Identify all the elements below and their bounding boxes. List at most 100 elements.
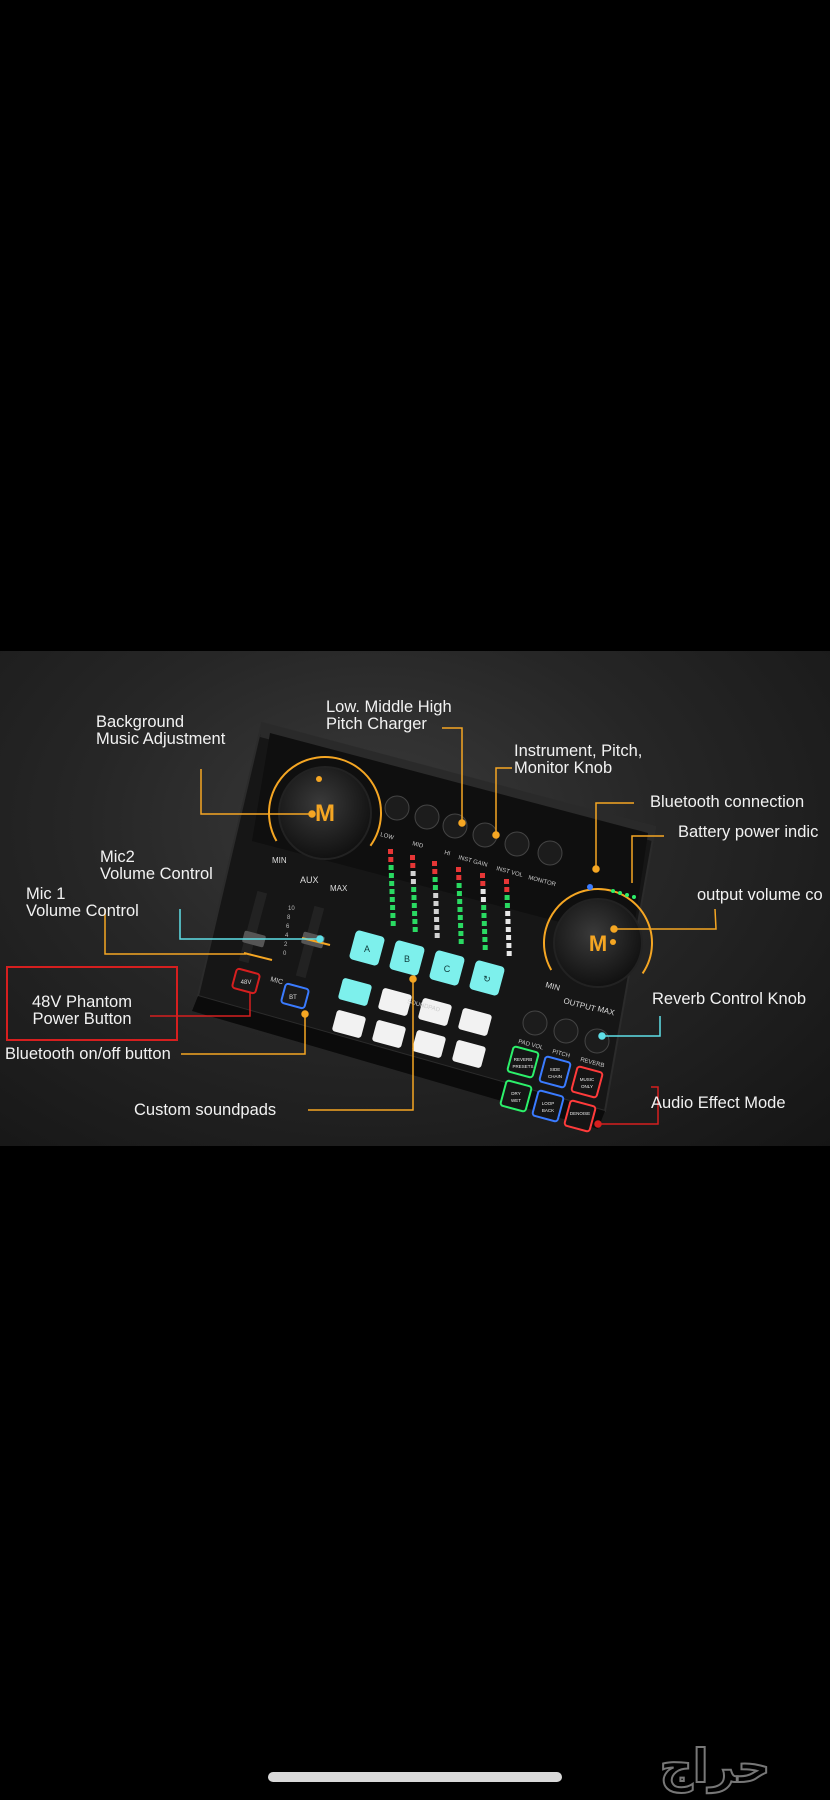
soundpad-bottom[interactable] [338, 977, 373, 1006]
label-bluetooth-connection: Bluetooth connection [650, 793, 805, 811]
soundpad-label-2: B [404, 954, 410, 964]
meter-segment [411, 887, 417, 892]
meter-segment [481, 913, 487, 918]
mic-label: MIC [269, 976, 283, 986]
meter-segment [505, 927, 511, 932]
meter-segment [388, 849, 393, 854]
svg-text:4: 4 [285, 933, 289, 939]
level-meters [388, 849, 512, 956]
soundpad-bottom[interactable] [372, 1019, 407, 1048]
fx-button-label: REVERB [514, 1057, 533, 1062]
aux-max-label: MAX [330, 884, 348, 893]
fx-button-label: SIDE [550, 1067, 561, 1072]
aux-min-label: MIN [272, 856, 287, 865]
meter-segment [412, 911, 418, 916]
meter-segment [481, 921, 487, 926]
soundpad-bottom[interactable] [418, 997, 453, 1026]
label-instrument-knob: Instrument, Pitch,Monitor Knob [514, 742, 643, 777]
label-audio-effect-mode: Audio Effect Mode [651, 1094, 786, 1112]
callout-lines [104, 727, 717, 1128]
soundpad-2[interactable]: B [389, 940, 426, 977]
meter-segment [505, 911, 511, 916]
bt-onoff-button[interactable]: BT [280, 982, 310, 1010]
meter-segment [506, 951, 512, 956]
meter-segment [389, 889, 395, 894]
label-bluetooth-onoff: Bluetooth on/off button [5, 1045, 171, 1063]
fx-button-2[interactable]: SIDE CHAIN [538, 1055, 572, 1089]
meter-segment [432, 861, 437, 866]
product-photo: M MIN AUX MAX LOW MID HI INST GAIN INST … [0, 651, 830, 1146]
meter-segment [504, 887, 510, 892]
fx-buttons[interactable]: REVERBPRESETSSIDECHAINMUSICONLYDRYWETLOO… [499, 1045, 604, 1133]
meter-segment [390, 913, 396, 918]
label-battery-power: Battery power indic [678, 823, 819, 841]
fx-button-label: LOOP [542, 1101, 555, 1106]
fx-button-label: MUSIC [580, 1077, 595, 1082]
meter-segment [433, 901, 439, 906]
fx-button-6[interactable]: DENOISE [563, 1099, 597, 1133]
fx-button-label: DENOISE [570, 1111, 590, 1116]
soundpads-top[interactable]: A B C ↻ [349, 930, 506, 997]
phantom-48v-button[interactable]: 48V [231, 967, 261, 995]
aux-knob[interactable]: M [249, 737, 402, 890]
meter-segment [458, 931, 464, 936]
soundpad-3[interactable]: C [429, 950, 466, 987]
svg-text:M: M [589, 931, 607, 956]
soundpad-bottom[interactable] [412, 1029, 447, 1058]
meter-segment [390, 905, 396, 910]
eq-label-mid: MID [411, 841, 424, 850]
audio-mixer-device: M MIN AUX MAX LOW MID HI INST GAIN INST … [192, 721, 672, 1133]
eq-label-hi: HI [443, 850, 451, 857]
meter-segment [388, 873, 394, 878]
soundpads-bottom[interactable] [332, 977, 493, 1068]
fx-knobs[interactable] [522, 1010, 610, 1054]
meter-segment [506, 943, 512, 948]
haraj-watermark-logo: حراج [659, 1740, 772, 1794]
fx-button-5[interactable]: LOOP BACK [531, 1089, 565, 1123]
meter-segment [412, 919, 418, 924]
soundpad-bottom[interactable] [458, 1007, 493, 1036]
soundpad-label-3: C [444, 964, 451, 974]
meter-segment [410, 871, 416, 876]
soundpad-label-4: ↻ [483, 974, 491, 984]
meter-segment [456, 891, 462, 896]
soundpad-1[interactable]: A [349, 930, 386, 967]
meter-segment [458, 923, 464, 928]
fx-button-label: BACK [542, 1108, 554, 1113]
soundpad-bottom[interactable] [378, 987, 413, 1016]
svg-text:0: 0 [283, 951, 287, 957]
meter-segment [457, 899, 463, 904]
label-output-volume: output volume co [697, 886, 823, 904]
fx-button-label: CHAIN [548, 1074, 562, 1079]
meter-segment [410, 879, 416, 884]
meter-segment [456, 875, 462, 880]
meter-segment [410, 863, 416, 868]
home-indicator[interactable] [268, 1772, 562, 1782]
svg-text:8: 8 [287, 915, 291, 921]
meter-segment [505, 919, 511, 924]
fx-label-pitch: PITCH [551, 1049, 570, 1059]
output-knob[interactable]: M [524, 869, 672, 1017]
meter-segment [480, 873, 485, 878]
meter-segment [457, 907, 463, 912]
meter-segment [434, 917, 440, 922]
soundpad-bottom[interactable] [332, 1009, 367, 1038]
soundpad-label-1: A [364, 944, 370, 954]
meter-segment [482, 937, 488, 942]
eq-knobs[interactable] [384, 795, 563, 866]
meter-segment [389, 897, 395, 902]
meter-segment [412, 927, 418, 932]
fx-button-label: ONLY [581, 1084, 593, 1089]
fx-button-label: WET [511, 1098, 521, 1103]
meter-segment [432, 885, 438, 890]
fx-button-3[interactable]: MUSIC ONLY [570, 1065, 604, 1099]
meter-segment [504, 903, 510, 908]
meter-segment [410, 855, 415, 860]
soundpad-bottom[interactable] [452, 1039, 487, 1068]
bluetooth-led [587, 884, 593, 890]
soundpad-4[interactable]: ↻ [469, 960, 506, 997]
